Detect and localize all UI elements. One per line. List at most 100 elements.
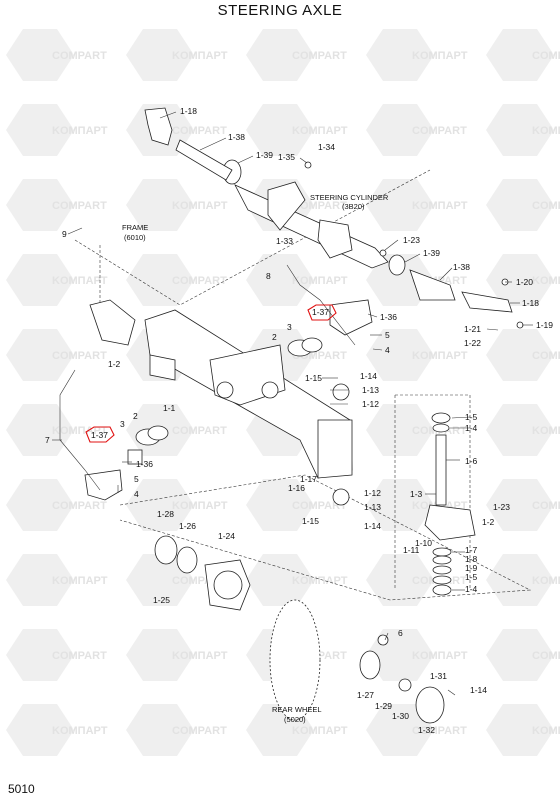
- callout-4-left: 4: [134, 489, 139, 499]
- watermark-text: KOMПАРТ: [292, 575, 348, 587]
- watermark-text: KOMПАРТ: [532, 425, 560, 437]
- watermark-logo: [6, 29, 74, 81]
- watermark-logo: [246, 554, 314, 606]
- callout-1-37: 1-37: [312, 307, 329, 317]
- callout-1-37-left: 1-37: [91, 430, 108, 440]
- callout-1-5-lower: 1-5: [465, 572, 478, 582]
- watermark-text: KOMПАРТ: [172, 500, 228, 512]
- callout-1-26: 1-26: [179, 521, 196, 531]
- watermark-logo: [6, 704, 74, 756]
- callout-1-20: 1-20: [516, 277, 533, 287]
- watermark-logo: [486, 329, 554, 381]
- watermark-logo: [6, 404, 74, 456]
- callout-1-14: 1-14: [360, 371, 377, 381]
- callout-1-15: 1-15: [305, 373, 322, 383]
- callout-1-31: 1-31: [430, 671, 447, 681]
- watermark-text: COMPART: [532, 500, 560, 512]
- watermark-text: COMPART: [292, 500, 347, 512]
- tie-rod-end-left: [144, 107, 173, 146]
- watermark-logo: [366, 254, 434, 306]
- watermark-logo: [246, 29, 314, 81]
- callout-1-11: 1-11: [403, 545, 420, 555]
- watermark-logo: [6, 254, 74, 306]
- callout-1-39: 1-39: [256, 150, 273, 160]
- watermark-text: KOMПАРТ: [532, 125, 560, 137]
- callout-1-38: 1-38: [228, 132, 245, 142]
- tie-rod-end-right: [461, 291, 513, 313]
- watermark-logo: [126, 704, 194, 756]
- note-steering-cylinder-code: (3B20): [342, 202, 365, 211]
- callout-1-18-right: 1-18: [522, 298, 539, 308]
- watermark-logo: [366, 29, 434, 81]
- watermark-text: KOMПАРТ: [412, 200, 468, 212]
- watermark-text: KOMПАРТ: [52, 575, 108, 587]
- callout-7: 7: [45, 435, 50, 445]
- callout-1-39-right: 1-39: [423, 248, 440, 258]
- watermark-logo: [486, 104, 554, 156]
- leader-lines: [52, 111, 533, 696]
- callout-1-2-right: 1-2: [482, 517, 495, 527]
- hub-assembly: [154, 535, 445, 724]
- watermark-logo: [126, 554, 194, 606]
- watermark-logo: [366, 329, 434, 381]
- callout-1-1: 1-1: [163, 403, 176, 413]
- watermark-logo: [126, 254, 194, 306]
- watermark-text: KOMПАРТ: [532, 575, 560, 587]
- watermark-text: COMPART: [532, 650, 560, 662]
- watermark-text: KOMПАРТ: [52, 275, 108, 287]
- axle-beam: [144, 309, 353, 479]
- diagram-notes: STEERING CYLINDER (3B20) FRAME (6010) RE…: [122, 193, 389, 724]
- callout-1-28: 1-28: [157, 509, 174, 519]
- highlight-1-37-upper: [307, 304, 337, 321]
- callout-1-36: 1-36: [380, 312, 397, 322]
- watermark-logo: [126, 29, 194, 81]
- watermark-text: KOMПАРТ: [292, 725, 348, 737]
- watermark-text: COMPART: [532, 200, 560, 212]
- callout-1-21: 1-21: [464, 324, 481, 334]
- callout-1-6: 1-6: [465, 456, 478, 466]
- boot-left: [175, 139, 233, 181]
- watermark-logo: [366, 104, 434, 156]
- callout-5-left: 5: [134, 474, 139, 484]
- watermark-text: KOMПАРТ: [292, 275, 348, 287]
- callout-3: 3: [287, 322, 292, 332]
- watermark-text: KOMПАРТ: [412, 350, 468, 362]
- callout-1-30: 1-30: [392, 711, 409, 721]
- steering-cylinder: [144, 107, 524, 329]
- watermark-logo: [486, 554, 554, 606]
- watermark-logo: [366, 704, 434, 756]
- callout-1-12: 1-12: [362, 399, 379, 409]
- watermark-logo: [246, 254, 314, 306]
- watermark-text: COMPART: [292, 50, 347, 62]
- watermark-text: KOMПАРТ: [532, 725, 560, 737]
- callout-2: 2: [272, 332, 277, 342]
- cylinder-mounts: [59, 264, 373, 501]
- watermark-logo: [366, 179, 434, 231]
- note-rear-wheel: REAR WHEEL: [272, 705, 322, 714]
- watermark-text: KOMПАРТ: [172, 50, 228, 62]
- watermark-text: KOMПАРТ: [52, 725, 108, 737]
- watermark-text: COMPART: [52, 200, 107, 212]
- callout-1-10: 1-10: [415, 538, 432, 548]
- callout-1-9: 1-9: [465, 563, 478, 573]
- callout-1-14-lower: 1-14: [364, 521, 381, 531]
- callout-6: 6: [398, 628, 403, 638]
- callout-8: 8: [266, 271, 271, 281]
- callout-1-24: 1-24: [218, 531, 235, 541]
- watermark-text: KOMПАРТ: [172, 200, 228, 212]
- watermark-text: COMPART: [52, 650, 107, 662]
- callout-1-15-lower: 1-15: [302, 516, 319, 526]
- watermark-logo: [246, 479, 314, 531]
- callout-1-32: 1-32: [418, 725, 435, 735]
- watermark-text: COMPART: [52, 350, 107, 362]
- callout-1-29: 1-29: [375, 701, 392, 711]
- callout-3-left: 3: [120, 419, 125, 429]
- watermark-text: COMPART: [172, 425, 227, 437]
- watermark-text: KOMПАРТ: [412, 50, 468, 62]
- callout-1-36-left: 1-36: [136, 459, 153, 469]
- callout-1-23-lower: 1-23: [493, 502, 510, 512]
- watermark-text: COMPART: [292, 200, 347, 212]
- watermark-text: KOMПАРТ: [292, 125, 348, 137]
- watermark-text: KOMПАРТ: [52, 125, 108, 137]
- note-frame: FRAME: [122, 223, 148, 232]
